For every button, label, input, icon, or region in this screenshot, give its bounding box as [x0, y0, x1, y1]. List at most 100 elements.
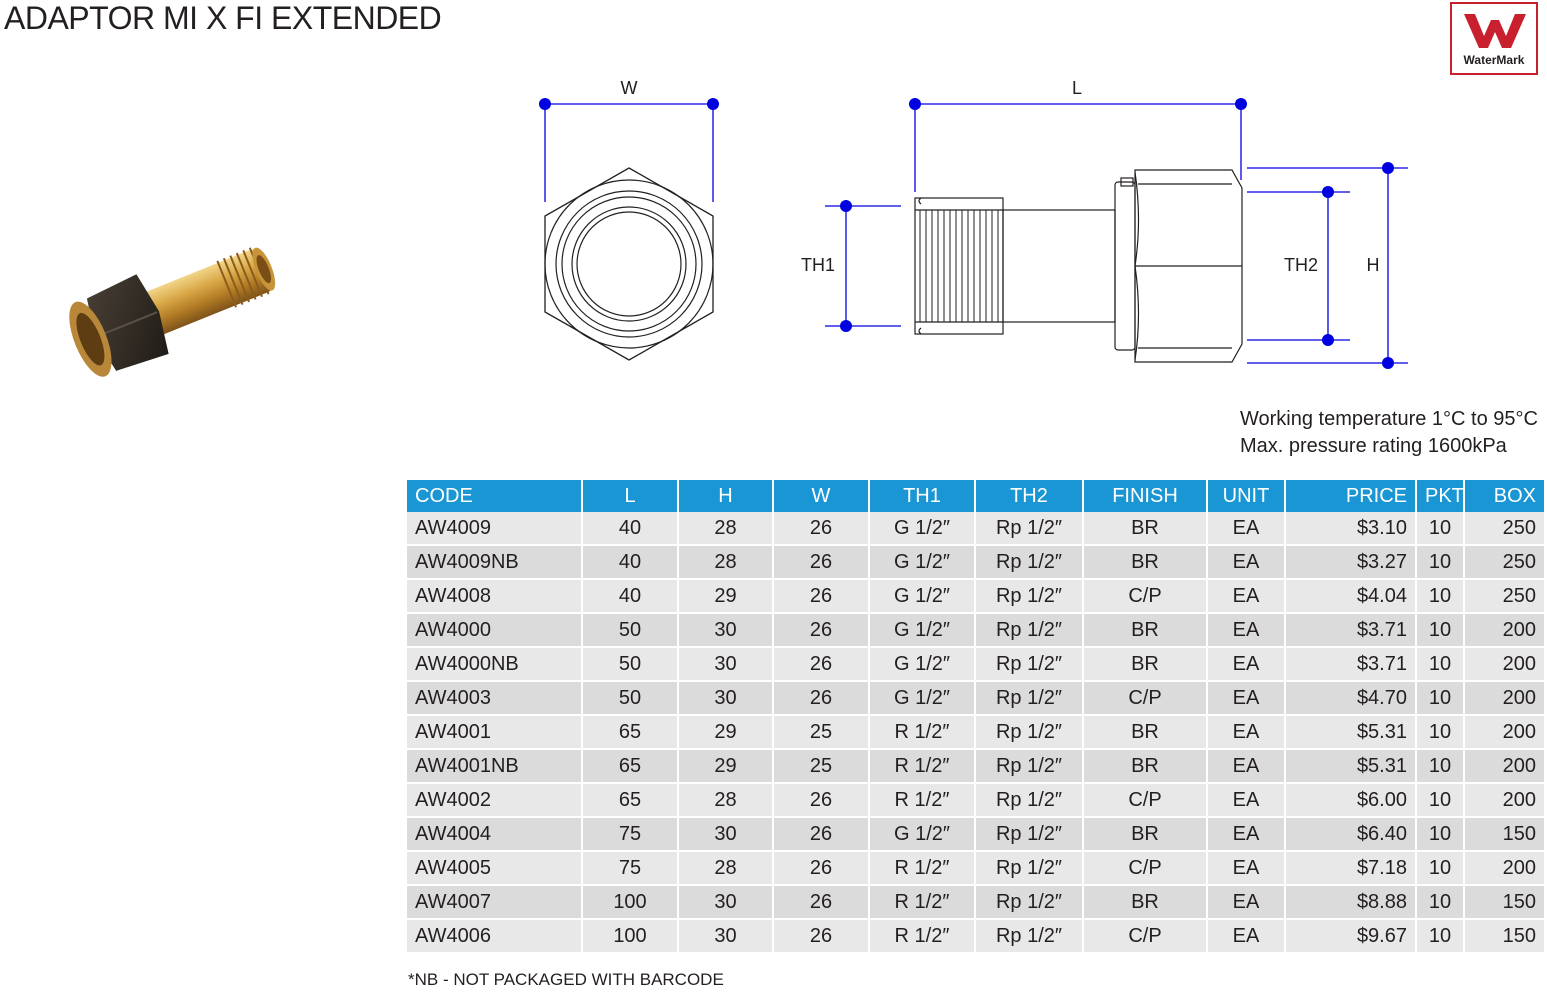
price-cell: $3.71 — [1286, 648, 1417, 682]
price-cell: $8.88 — [1286, 886, 1417, 920]
unit-cell: EA — [1208, 784, 1286, 818]
th1-cell: R 1/2″ — [870, 852, 976, 886]
finish-cell: C/P — [1084, 682, 1208, 716]
working-temperature: Working temperature 1°C to 95°C — [1240, 408, 1538, 430]
w-cell: 26 — [774, 614, 870, 648]
h-dimension — [1247, 167, 1408, 364]
unit-cell: EA — [1208, 682, 1286, 716]
price-cell: $3.71 — [1286, 614, 1417, 648]
h-cell: 30 — [679, 886, 774, 920]
pkt-cell: 10 — [1417, 920, 1465, 954]
unit-cell: EA — [1208, 886, 1286, 920]
l-cell: 50 — [583, 614, 679, 648]
pkt-cell: 10 — [1417, 784, 1465, 818]
th2-cell: Rp 1/2″ — [976, 682, 1084, 716]
w-cell: 26 — [774, 886, 870, 920]
box-cell: 200 — [1465, 682, 1544, 716]
price-table: CODE L H W TH1 TH2 FINISH UNIT PRICE PKT… — [407, 480, 1544, 954]
l-cell: 100 — [583, 886, 679, 920]
w-dimension — [544, 103, 714, 202]
box-cell: 150 — [1465, 886, 1544, 920]
table-header-row: CODE L H W TH1 TH2 FINISH UNIT PRICE PKT… — [407, 480, 1544, 512]
h-cell: 29 — [679, 580, 774, 614]
th2-cell: Rp 1/2″ — [976, 546, 1084, 580]
th1-cell: G 1/2″ — [870, 546, 976, 580]
dimension-dot — [1322, 334, 1334, 346]
hex-end-view — [544, 167, 714, 361]
th2-cell: Rp 1/2″ — [976, 920, 1084, 954]
price-cell: $6.00 — [1286, 784, 1417, 818]
box-cell: 200 — [1465, 716, 1544, 750]
th1-cell: R 1/2″ — [870, 784, 976, 818]
box-cell: 200 — [1465, 852, 1544, 886]
box-cell: 200 — [1465, 648, 1544, 682]
price-cell: $6.40 — [1286, 818, 1417, 852]
code-cell: AW4005 — [407, 852, 583, 886]
code-cell: AW4000 — [407, 614, 583, 648]
th1-cell: G 1/2″ — [870, 580, 976, 614]
side-view — [914, 169, 1243, 363]
price-cell: $3.27 — [1286, 546, 1417, 580]
l-cell: 40 — [583, 512, 679, 546]
th2-cell: Rp 1/2″ — [976, 648, 1084, 682]
price-cell: $3.10 — [1286, 512, 1417, 546]
column-header: TH2 — [976, 480, 1084, 512]
code-cell: AW4007 — [407, 886, 583, 920]
th2-cell: Rp 1/2″ — [976, 818, 1084, 852]
h-cell: 30 — [679, 614, 774, 648]
l-cell: 40 — [583, 580, 679, 614]
box-cell: 250 — [1465, 512, 1544, 546]
code-cell: AW4001NB — [407, 750, 583, 784]
th2-label: TH2 — [1284, 255, 1318, 275]
watermark-logo: WaterMark — [1450, 2, 1538, 75]
watermark-label: WaterMark — [1463, 53, 1525, 67]
box-cell: 150 — [1465, 920, 1544, 954]
dimension-dot — [840, 320, 852, 332]
pkt-cell: 10 — [1417, 648, 1465, 682]
code-cell: AW4000NB — [407, 648, 583, 682]
box-cell: 200 — [1465, 784, 1544, 818]
w-cell: 26 — [774, 580, 870, 614]
column-header: W — [774, 480, 870, 512]
unit-cell: EA — [1208, 614, 1286, 648]
dimension-dot — [840, 200, 852, 212]
column-header: FINISH — [1084, 480, 1208, 512]
w-cell: 26 — [774, 818, 870, 852]
dimension-dot — [909, 98, 921, 110]
finish-cell: BR — [1084, 546, 1208, 580]
th1-label: TH1 — [801, 255, 835, 275]
finish-cell: C/P — [1084, 920, 1208, 954]
finish-cell: C/P — [1084, 784, 1208, 818]
watermark-w-icon — [1464, 14, 1526, 48]
l-label: L — [1072, 78, 1082, 98]
column-header: TH1 — [870, 480, 976, 512]
price-cell: $4.70 — [1286, 682, 1417, 716]
price-cell: $4.04 — [1286, 580, 1417, 614]
h-label: H — [1367, 255, 1380, 275]
pkt-cell: 10 — [1417, 818, 1465, 852]
price-cell: $9.67 — [1286, 920, 1417, 954]
th2-cell: Rp 1/2″ — [976, 512, 1084, 546]
thread-lines — [919, 210, 999, 322]
w-cell: 26 — [774, 512, 870, 546]
unit-cell: EA — [1208, 512, 1286, 546]
footnote: *NB - NOT PACKAGED WITH BARCODE — [408, 970, 724, 989]
pkt-cell: 10 — [1417, 886, 1465, 920]
th1-cell: G 1/2″ — [870, 682, 976, 716]
th1-dimension — [825, 205, 901, 327]
box-cell: 200 — [1465, 614, 1544, 648]
code-cell: AW4004 — [407, 818, 583, 852]
dimension-dot — [1322, 186, 1334, 198]
h-cell: 29 — [679, 716, 774, 750]
th1-cell: G 1/2″ — [870, 648, 976, 682]
w-cell: 26 — [774, 920, 870, 954]
pkt-cell: 10 — [1417, 546, 1465, 580]
th1-cell: R 1/2″ — [870, 750, 976, 784]
pkt-cell: 10 — [1417, 580, 1465, 614]
